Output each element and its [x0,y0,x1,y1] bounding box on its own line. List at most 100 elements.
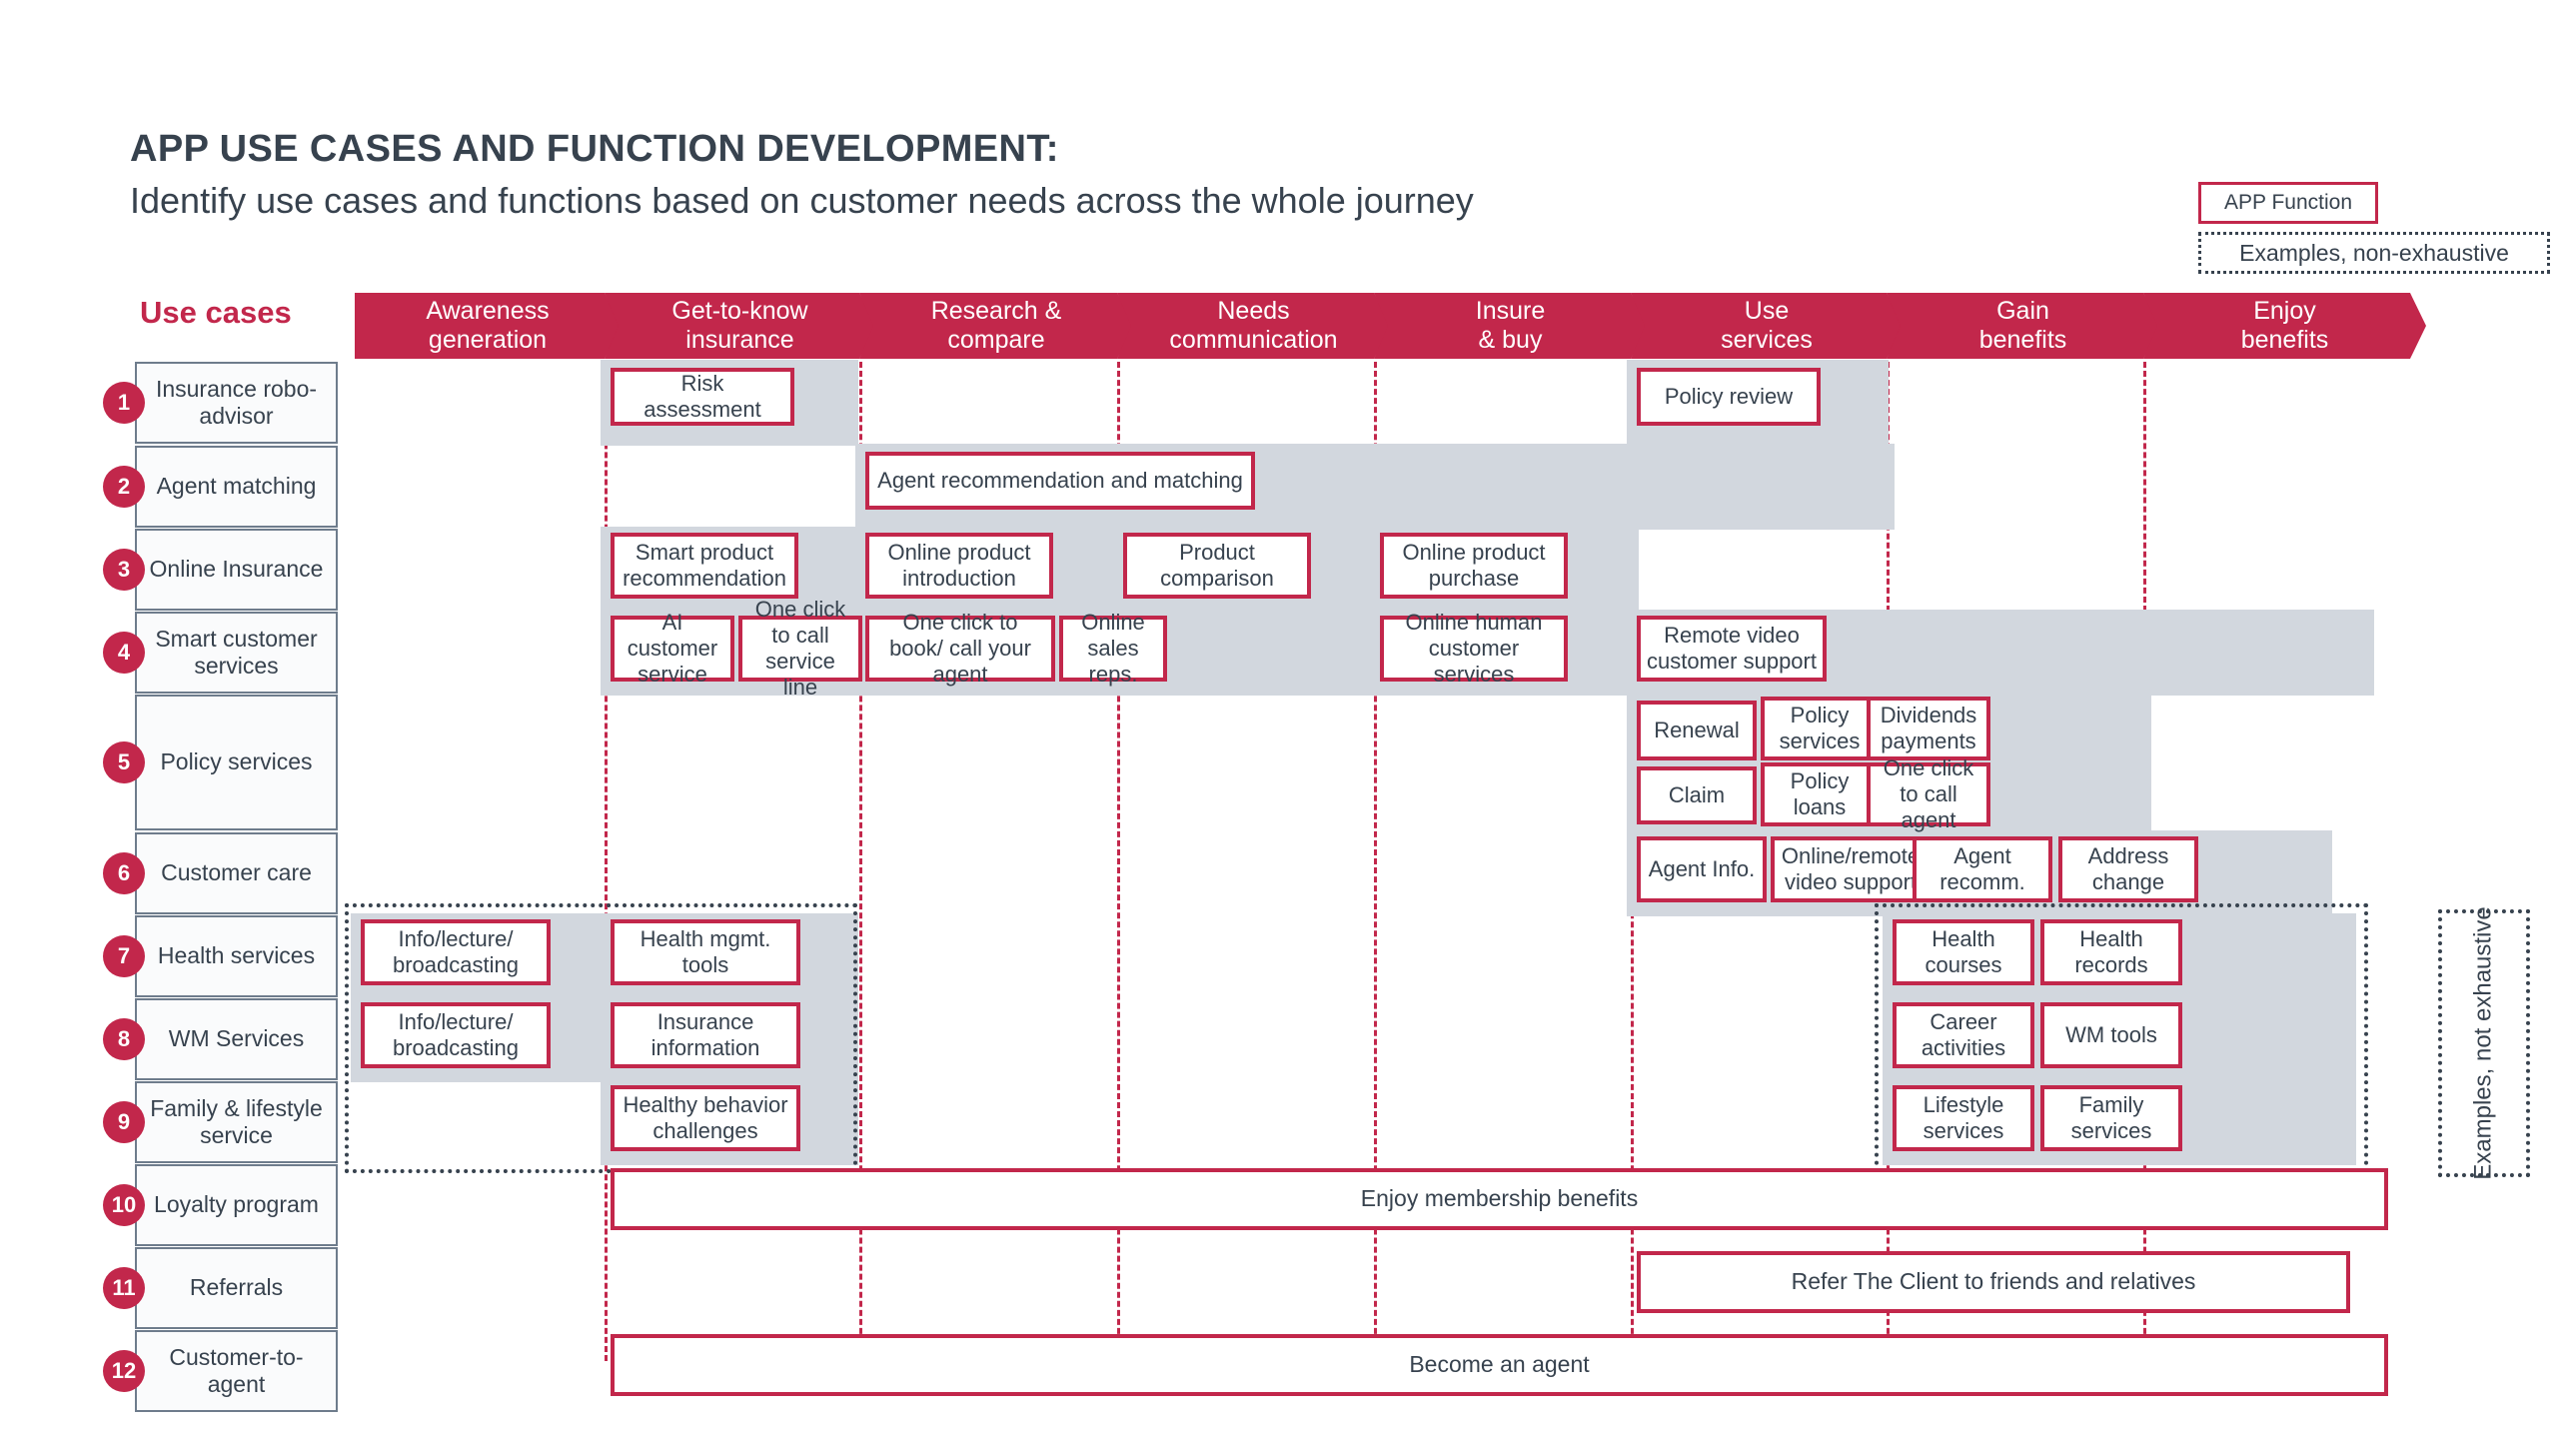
app-function-one-click-service-line[interactable]: One click to call service line [738,597,862,700]
use-case-label: Insurance robo-advisor [155,375,318,429]
use-case-row-10[interactable]: Loyalty program [135,1164,338,1246]
app-function-online-remote-video-support[interactable]: Online/remote video support [1771,836,1931,902]
stage-header-5[interactable]: Insure& buy [1374,293,1647,359]
use-case-row-4[interactable]: Smart customer services [135,612,338,694]
use-case-row-12[interactable]: Customer-to-agent [135,1330,338,1412]
use-case-row-2[interactable]: Agent matching [135,446,338,528]
app-function-ai-customer-service[interactable]: AI customer service [611,610,734,687]
app-function-label: Online product introduction [887,540,1031,591]
app-function-policy-review[interactable]: Policy review [1637,368,1821,426]
app-function-refer-the-client[interactable]: Refer The Client to friends and relative… [1637,1251,2350,1313]
app-function-agent-recomm[interactable]: Agent recomm. [1913,836,2052,902]
app-function-family-services[interactable]: Family services [2040,1085,2182,1151]
app-function-policy-services[interactable]: Policy services [1761,697,1879,760]
app-function-label: Health records [2074,926,2148,977]
app-function-label: AI customer service [627,610,718,687]
use-case-label: WM Services [168,1025,305,1052]
app-function-label: Family services [2070,1092,2152,1143]
app-function-healthy-behavior-challenges[interactable]: Healthy behavior challenges [611,1085,800,1151]
app-function-info-lecture-broadcasting-7[interactable]: Info/lecture/ broadcasting [361,919,551,985]
app-function-one-click-call-agent[interactable]: One click to call agent [1867,755,1990,832]
app-function-label: Renewal [1654,718,1740,743]
stage-label-line2: benefits [2240,326,2329,354]
app-function-smart-product-recommendation[interactable]: Smart product recommendation [611,533,798,599]
app-function-label: Smart product recommendation [623,540,786,591]
app-function-renewal[interactable]: Renewal [1637,701,1757,760]
use-case-badge-11: 11 [103,1267,145,1309]
app-function-online-sales-reps[interactable]: Online sales reps. [1059,610,1167,687]
app-function-label: Info/lecture/ broadcasting [393,1009,519,1060]
stage-divider-4 [1374,362,1377,1361]
use-case-label: Loyalty program [154,1191,319,1218]
app-function-health-records[interactable]: Health records [2040,919,2182,985]
app-function-dividends-payments[interactable]: Dividends payments [1867,697,1990,760]
app-function-label: Healthy behavior challenges [623,1092,788,1143]
app-function-remote-video-support[interactable]: Remote video customer support [1637,616,1827,682]
legend-examples-non-exhaustive: Examples, non-exhaustive [2198,232,2550,274]
use-case-row-8[interactable]: WM Services [135,998,338,1080]
app-function-address-change[interactable]: Address change [2058,836,2198,902]
app-function-label: Health mgmt. tools [640,926,771,977]
app-function-insurance-information[interactable]: Insurance information [611,1002,800,1068]
app-function-product-comparison[interactable]: Product comparison [1123,533,1311,599]
app-function-label: Dividends payments [1880,703,1977,753]
use-case-row-5[interactable]: Policy services [135,695,338,830]
app-function-policy-loans[interactable]: Policy loans [1761,762,1879,826]
app-function-label: Address change [2087,843,2169,894]
app-function-info-lecture-broadcasting-8[interactable]: Info/lecture/ broadcasting [361,1002,551,1068]
app-function-claim[interactable]: Claim [1637,766,1757,824]
app-function-label: Online human customer services [1405,610,1543,687]
app-function-enjoy-membership-benefits[interactable]: Enjoy membership benefits [611,1168,2388,1230]
app-function-label: Health courses [1925,926,2002,977]
use-case-row-9[interactable]: Family & lifestyle service [135,1081,338,1163]
app-function-agent-info[interactable]: Agent Info. [1637,836,1767,902]
use-case-label: Customer care [161,859,312,886]
app-function-label: Lifestyle services [1923,1092,2004,1143]
app-function-label: Enjoy membership benefits [1360,1185,1639,1212]
use-case-row-11[interactable]: Referrals [135,1247,338,1329]
page-subtitle: Identify use cases and functions based o… [130,180,1474,221]
app-function-health-mgmt-tools[interactable]: Health mgmt. tools [611,919,800,985]
app-function-career-activities[interactable]: Career activities [1893,1002,2034,1068]
app-function-wm-tools[interactable]: WM tools [2040,1002,2182,1068]
app-function-online-product-introduction[interactable]: Online product introduction [865,533,1053,599]
use-case-row-1[interactable]: Insurance robo-advisor [135,362,338,444]
use-case-label: Online Insurance [149,556,324,583]
examples-not-exhaustive-vertical-label: Examples, not exhaustive [2438,906,2530,1180]
use-case-badge-2: 2 [103,466,145,508]
app-function-label: One click to book/ call your agent [889,610,1031,687]
app-function-health-courses[interactable]: Health courses [1893,919,2034,985]
stage-header-3[interactable]: Research &compare [859,293,1133,359]
use-case-badge-1: 1 [103,382,145,424]
app-function-agent-recommendation[interactable]: Agent recommendation and matching [865,452,1255,510]
use-case-label: Health services [157,942,316,969]
use-case-row-7[interactable]: Health services [135,915,338,997]
use-case-label: Policy services [160,748,313,775]
app-function-lifestyle-services[interactable]: Lifestyle services [1893,1085,2034,1151]
use-case-row-6[interactable]: Customer care [135,832,338,914]
app-function-risk-assessment[interactable]: Risk assessment [611,368,794,426]
app-function-label: Remote video customer support [1647,623,1817,674]
app-function-one-click-book-agent[interactable]: One click to book/ call your agent [865,610,1055,687]
app-function-label: One click to call service line [754,597,846,700]
use-case-badge-6: 6 [103,852,145,894]
app-function-become-an-agent[interactable]: Become an agent [611,1334,2388,1396]
use-case-row-3[interactable]: Online Insurance [135,529,338,611]
use-case-label: Customer-to-agent [169,1343,304,1397]
app-function-online-human-cs[interactable]: Online human customer services [1380,610,1568,687]
use-case-badge-5: 5 [103,741,145,783]
stage-label-line1: Awareness [426,297,550,325]
use-case-badge-12: 12 [103,1350,145,1392]
app-function-online-product-purchase[interactable]: Online product purchase [1380,533,1568,599]
stage-label-line2: benefits [1978,326,2067,354]
app-function-label: Agent Info. [1648,856,1756,882]
